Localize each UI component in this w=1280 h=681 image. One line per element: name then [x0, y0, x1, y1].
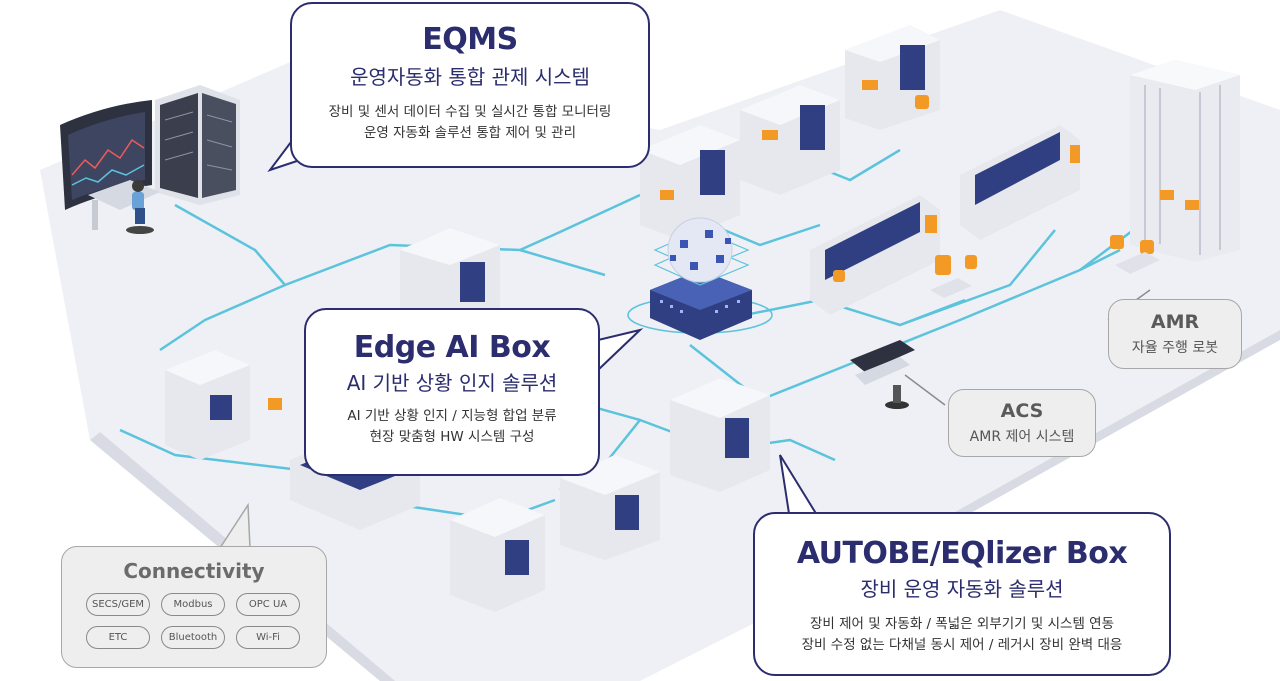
protocol-pill: Bluetooth [161, 626, 225, 649]
edge-desc-line1: AI 기반 상황 인지 / 지능형 합업 분류 [347, 408, 557, 424]
autobe-subtitle: 장비 운영 자동화 솔루션 [860, 577, 1064, 601]
operator-icon [88, 180, 160, 234]
eqms-desc-line1: 장비 및 센서 데이터 수집 및 실시간 통합 모니터링 [328, 104, 612, 120]
acs-label-box: ACS AMR 제어 시스템 [948, 389, 1096, 457]
protocol-pill: OPC UA [236, 593, 300, 616]
server-rack-icon [155, 85, 240, 205]
eqms-title: EQMS [422, 22, 518, 57]
acs-title: ACS [1000, 400, 1044, 422]
autobe-desc-line2: 장비 수정 없는 다채널 동시 제어 / 레거시 장비 완벽 대응 [801, 636, 1123, 653]
autobe-desc-line1: 장비 제어 및 자동화 / 폭넓은 외부기기 및 시스템 연동 [810, 616, 1114, 632]
autobe-title: AUTOBE/EQlizer Box [796, 536, 1128, 571]
protocol-pill: Wi-Fi [236, 626, 300, 649]
connectivity-title: Connectivity [123, 559, 265, 583]
edge-desc-line2: 현장 맞춤형 HW 시스템 구성 [369, 428, 535, 445]
protocol-pill: Modbus [161, 593, 225, 616]
acs-subtitle: AMR 제어 시스템 [969, 429, 1075, 445]
connectivity-box: Connectivity SECS/GEM Modbus OPC UA ETC … [61, 546, 327, 668]
edge-ai-chip-icon [627, 217, 773, 340]
protocol-pill: SECS/GEM [86, 593, 150, 616]
protocol-pill: ETC [86, 626, 150, 649]
robot-arm-icon [833, 95, 1154, 282]
amr-title: AMR [1150, 311, 1200, 333]
edge-subtitle: AI 기반 상황 인지 솔루션 [346, 371, 558, 395]
eqms-desc-line2: 운영 자동화 솔루션 통합 제어 및 관리 [363, 124, 577, 141]
acs-console-icon [850, 340, 946, 409]
eqms-subtitle: 운영자동화 통합 관제 시스템 [350, 65, 590, 89]
amr-subtitle: 자율 주행 로봇 [1131, 340, 1219, 356]
edge-ai-box-callout: Edge AI Box AI 기반 상황 인지 솔루션 AI 기반 상황 인지 … [304, 308, 600, 476]
autobe-eqlizer-callout: AUTOBE/EQlizer Box 장비 운영 자동화 솔루션 장비 제어 및… [753, 512, 1171, 676]
agv-robot-icon [930, 252, 1160, 298]
amr-label-box: AMR 자율 주행 로봇 [1108, 299, 1242, 369]
eqms-callout: EQMS 운영자동화 통합 관제 시스템 장비 및 센서 데이터 수집 및 실시… [290, 2, 650, 168]
edge-title: Edge AI Box [353, 330, 551, 365]
